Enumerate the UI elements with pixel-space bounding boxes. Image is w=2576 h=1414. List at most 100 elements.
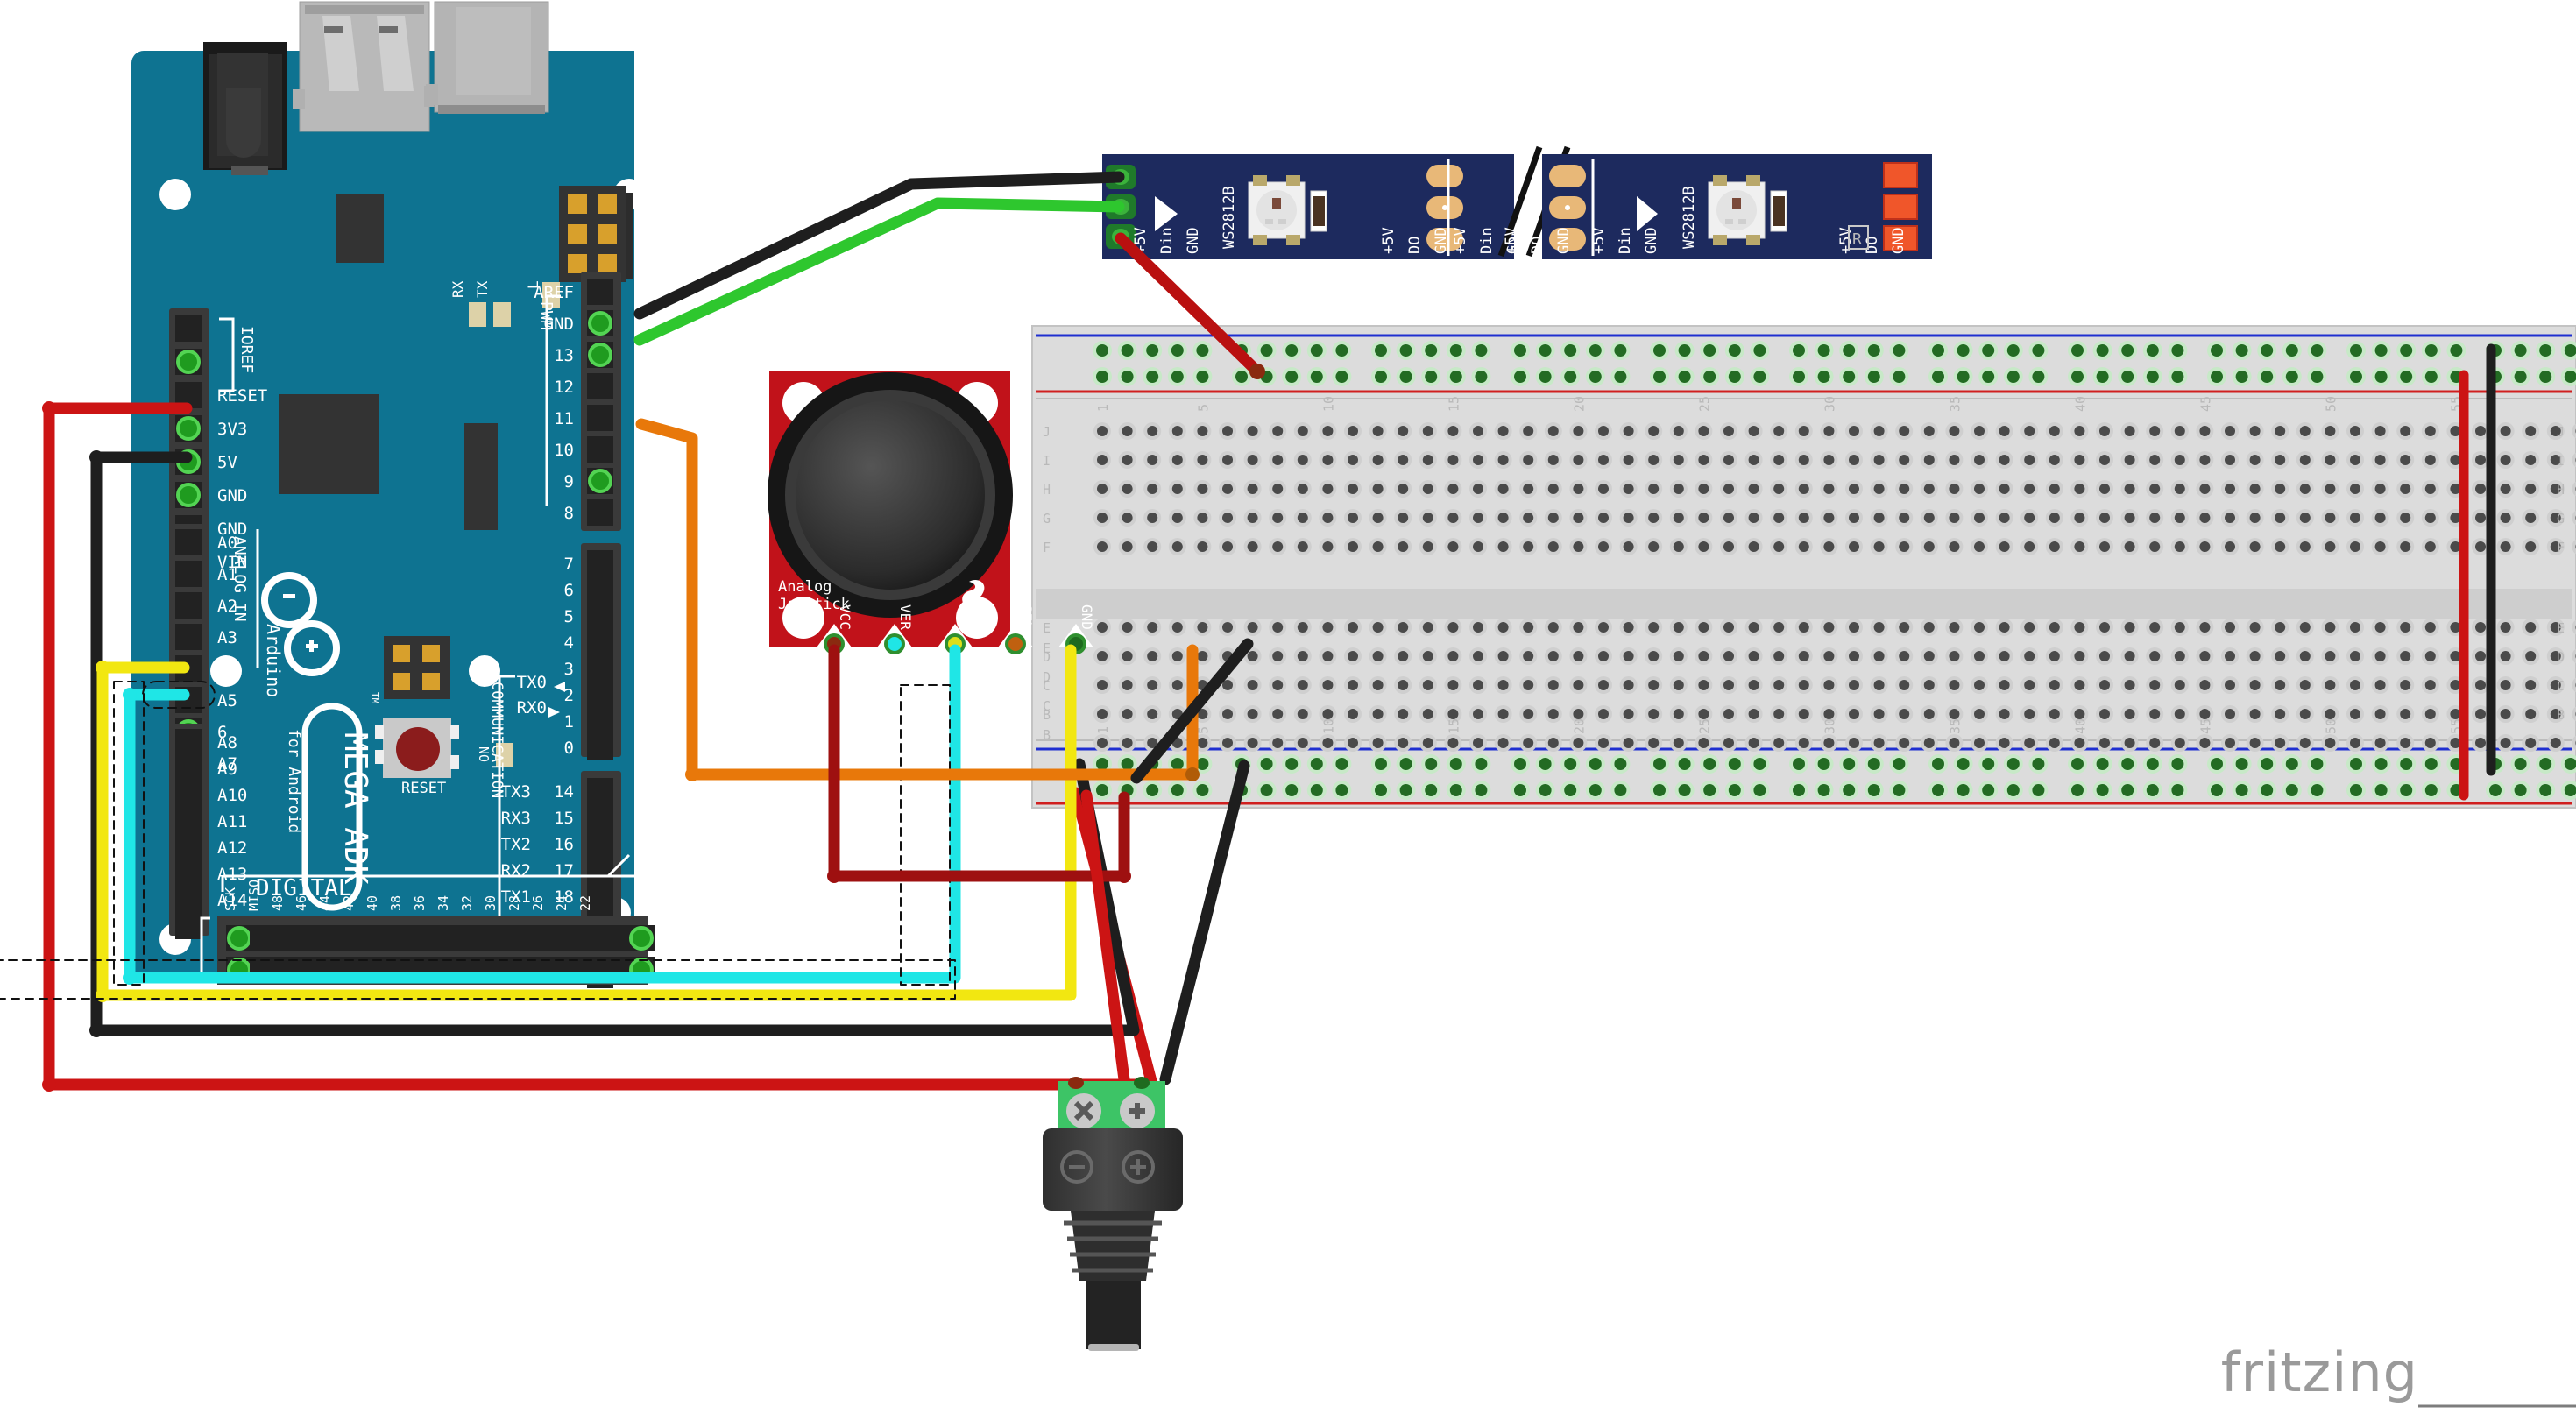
header-pin-socket[interactable] bbox=[587, 576, 613, 603]
header-pin-socket[interactable] bbox=[175, 808, 202, 834]
comm-pin-number: 14 bbox=[554, 782, 574, 802]
header-pin-socket[interactable] bbox=[175, 834, 202, 860]
mounting-hole bbox=[159, 179, 191, 210]
joystick-knob[interactable] bbox=[796, 400, 985, 590]
rx-led bbox=[469, 302, 486, 327]
svg-text:D: D bbox=[2557, 649, 2565, 665]
header-pin-socket[interactable] bbox=[587, 279, 613, 305]
header-pin-socket[interactable] bbox=[605, 925, 631, 951]
header-pin-socket[interactable] bbox=[534, 925, 560, 951]
header-pin-socket[interactable] bbox=[175, 315, 202, 342]
header-pin-socket[interactable] bbox=[439, 925, 465, 951]
digital-header-top[interactable] bbox=[581, 272, 621, 531]
wire-gnd-to-strip[interactable] bbox=[633, 171, 1125, 320]
header-pin-socket[interactable] bbox=[587, 883, 613, 909]
dc-barrel-jack-adapter[interactable] bbox=[1043, 1077, 1183, 1351]
digital-pin-label: 8 bbox=[564, 504, 574, 523]
header-pin-socket[interactable] bbox=[587, 734, 613, 760]
ioref-bracket bbox=[219, 317, 235, 392]
pwm-bracket bbox=[545, 294, 561, 506]
comm-pin-number: 17 bbox=[554, 861, 574, 880]
header-pin-socket[interactable] bbox=[463, 925, 489, 951]
analog-header-bottom[interactable] bbox=[169, 724, 209, 939]
reset-button[interactable] bbox=[375, 718, 459, 778]
svg-text:G: G bbox=[1043, 511, 1051, 527]
power-header[interactable] bbox=[169, 308, 209, 575]
joystick-name-line1: Analog bbox=[778, 578, 832, 596]
header-pin-socket[interactable] bbox=[175, 624, 202, 650]
header-pin-socket[interactable] bbox=[175, 729, 202, 755]
header-pin-socket[interactable] bbox=[486, 925, 513, 951]
digital-even-label: 34 bbox=[435, 895, 451, 911]
chip-label-right: WS2812B bbox=[1681, 186, 1698, 249]
mega-adk-badge: MEGA ADK bbox=[301, 703, 373, 911]
breadboard[interactable]: 1155101015152020252530303535404045455050… bbox=[1031, 325, 2576, 809]
selection-outline bbox=[0, 959, 956, 1000]
wire-jack-plus-to-rail[interactable] bbox=[1080, 789, 1130, 1085]
header-pin-socket[interactable] bbox=[175, 781, 202, 808]
header-pin-socket[interactable] bbox=[587, 778, 613, 804]
wire-strip5v-to-rail[interactable] bbox=[1115, 232, 1263, 378]
header-pin-socket[interactable] bbox=[175, 860, 202, 887]
header-pin-socket[interactable] bbox=[368, 925, 394, 951]
header-pin-socket[interactable] bbox=[297, 925, 323, 951]
header-pin-socket[interactable] bbox=[587, 831, 613, 857]
header-pin-socket[interactable] bbox=[175, 561, 202, 587]
analog-pin-label: A9 bbox=[217, 760, 237, 779]
header-pin-socket[interactable] bbox=[587, 603, 613, 629]
header-pin-socket[interactable] bbox=[273, 925, 300, 951]
header-pin-socket[interactable] bbox=[392, 925, 418, 951]
wire-pin13-to-din[interactable] bbox=[633, 197, 1125, 346]
selection-outline bbox=[900, 684, 951, 986]
svg-text:H: H bbox=[1043, 482, 1051, 498]
header-pin-socket[interactable] bbox=[175, 529, 202, 555]
header-pin-socket[interactable] bbox=[175, 887, 202, 913]
header-pin-socket[interactable] bbox=[587, 857, 613, 883]
svg-text:10: 10 bbox=[1320, 396, 1336, 412]
header-pin-socket[interactable] bbox=[510, 925, 536, 951]
header-pin-socket[interactable] bbox=[175, 592, 202, 619]
header-pin-socket[interactable] bbox=[557, 925, 584, 951]
strip-pin-label: +5V bbox=[1503, 227, 1520, 254]
strip-pin-label: GND bbox=[1890, 227, 1907, 254]
header-pin-socket[interactable] bbox=[587, 629, 613, 655]
strip-pin-label: +5V bbox=[1837, 227, 1855, 254]
header-pin-socket[interactable] bbox=[321, 925, 347, 951]
analog-pin-label: A13 bbox=[217, 865, 247, 884]
icsp-header-bottom[interactable] bbox=[384, 636, 450, 699]
header-pin-socket[interactable] bbox=[587, 708, 613, 734]
svg-text:C: C bbox=[2557, 678, 2565, 694]
row-letters-left-lower: ED CB bbox=[1043, 620, 1051, 723]
icsp-header-top[interactable] bbox=[559, 186, 626, 282]
header-pin-socket[interactable] bbox=[587, 550, 613, 576]
wire-joy-gnd-to-rail[interactable] bbox=[1130, 638, 1254, 784]
svg-text:B: B bbox=[1043, 727, 1051, 743]
digital-header-mid[interactable] bbox=[581, 543, 621, 760]
header-pin-socket[interactable] bbox=[587, 499, 613, 526]
header-pin-socket[interactable] bbox=[175, 913, 202, 939]
header-pin-socket[interactable] bbox=[415, 925, 442, 951]
header-pin-socket[interactable] bbox=[587, 655, 613, 682]
header-pin-socket[interactable] bbox=[175, 755, 202, 781]
digital-pin-label: 1 bbox=[564, 712, 574, 732]
header-pin-socket[interactable] bbox=[587, 804, 613, 831]
header-pin-socket[interactable] bbox=[344, 925, 371, 951]
tx-led bbox=[493, 302, 511, 327]
tx0-label: TX0 bbox=[517, 673, 547, 692]
header-pin-socket[interactable] bbox=[581, 925, 607, 951]
header-pin-socket[interactable] bbox=[250, 925, 276, 951]
digital-pin-label: AREF bbox=[534, 283, 574, 302]
wire-jack-minus-to-rail[interactable] bbox=[1159, 760, 1250, 1085]
wire-joy-vcc-to-rail[interactable] bbox=[828, 644, 1130, 882]
header-pin-socket[interactable] bbox=[587, 373, 613, 399]
header-pin-socket[interactable] bbox=[587, 405, 613, 431]
header-pin-socket[interactable] bbox=[587, 682, 613, 708]
rx0-arrow bbox=[548, 707, 560, 718]
digital-even-label: 26 bbox=[530, 895, 546, 911]
header-pin-socket[interactable] bbox=[587, 436, 613, 463]
